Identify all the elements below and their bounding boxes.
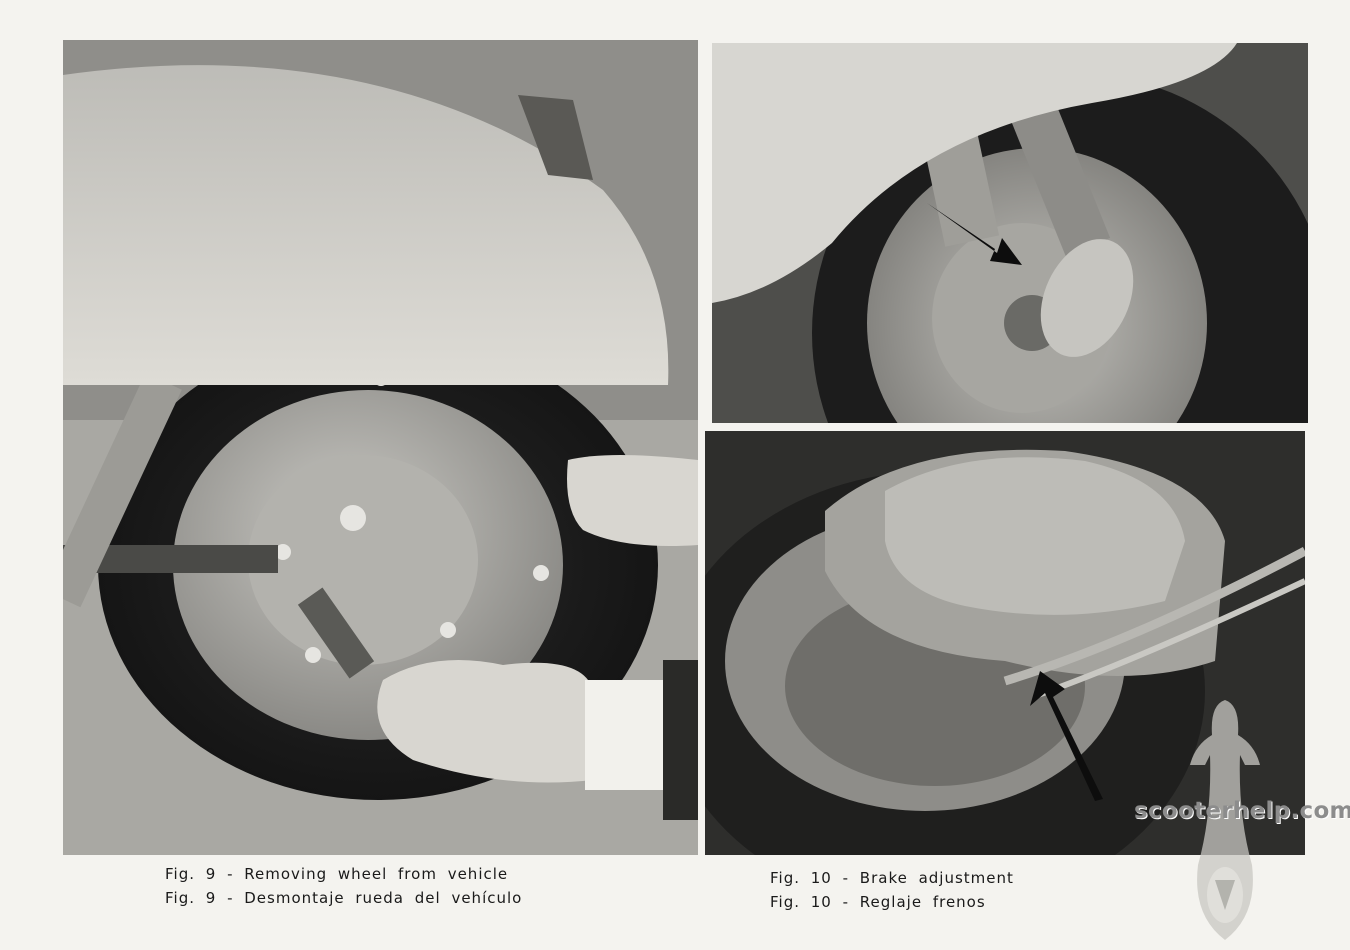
figure-9-caption-english: Fig. 9 - Removing wheel from vehicle xyxy=(165,865,509,883)
figure-10-bottom-photo xyxy=(705,431,1305,855)
scooter-logo-icon xyxy=(1190,700,1260,940)
figure-10-top-photo xyxy=(712,43,1308,423)
figure-10-caption-spanish: Fig. 10 - Reglaje frenos xyxy=(770,893,986,911)
watermark-text: scooterhelp.com xyxy=(1134,798,1350,824)
figure-9-caption: Fig. 9 - Removing wheel from vehicle Fig… xyxy=(165,862,522,910)
figure-9-photo xyxy=(63,40,698,855)
figure-9-caption-spanish: Fig. 9 - Desmontaje rueda del vehículo xyxy=(165,889,523,907)
figure-10-caption-english: Fig. 10 - Brake adjustment xyxy=(770,869,1014,887)
figure-10-caption: Fig. 10 - Brake adjustment Fig. 10 - Reg… xyxy=(770,866,1014,914)
